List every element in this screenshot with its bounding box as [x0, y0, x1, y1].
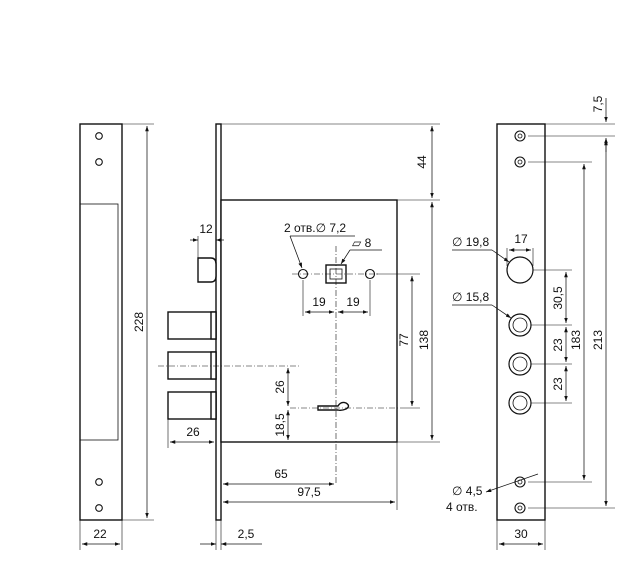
bolt-3: [167, 391, 217, 420]
bolt-hole-1: [508, 313, 532, 337]
label-26-horizontal: 26: [186, 425, 200, 439]
label-228: 228: [132, 312, 146, 332]
label-97-5: 97,5: [297, 485, 321, 499]
leader-cyl-small: ∅ 15,8: [452, 290, 512, 319]
strike-plate-opening: [79, 203, 119, 441]
dim-case-depth: 97,5: [223, 442, 398, 510]
front-screw-top-2: [514, 156, 526, 168]
dim-deadbolt-width: 12: [190, 222, 224, 258]
label-two-holes: 2 отв.∅ 7,2: [284, 221, 346, 235]
front-screw-bottom-2: [514, 502, 526, 514]
strike-plate-body: [79, 123, 123, 521]
strike-hole-bottom-2: [95, 504, 103, 512]
label-23-lower: 23: [551, 377, 565, 391]
label-65: 65: [274, 467, 288, 481]
label-213: 213: [591, 330, 605, 350]
label-19-left: 19: [312, 295, 326, 309]
label-30-5: 30,5: [551, 286, 565, 310]
strike-hole-top-1: [95, 132, 103, 140]
dim-cyl-span: 183: [528, 161, 592, 483]
front-plate-body: [496, 123, 546, 521]
bolt-2: [167, 351, 217, 380]
dim-latch-key: 26: [273, 368, 290, 406]
label-square-8: ▱ 8: [352, 236, 372, 250]
dim-key-bottom: 18,5: [273, 410, 290, 440]
small-latch: [197, 257, 217, 283]
front-screw-top-1: [514, 130, 526, 142]
label-30: 30: [514, 527, 528, 541]
dim-top-offset: 7,5: [528, 95, 615, 152]
dim-backset-65: 65: [220, 442, 334, 500]
label-dia-4-5: ∅ 4,5: [452, 484, 483, 498]
dim-cyl-spacing: 30,5 23 23: [531, 269, 572, 404]
label-22: 22: [93, 527, 107, 541]
strike-hole-top-2: [95, 158, 103, 166]
label-17: 17: [514, 232, 528, 246]
dim-front-width: 30: [496, 520, 546, 550]
bolt-3-root: [210, 391, 217, 420]
leader-two-holes: 2 отв.∅ 7,2: [284, 221, 355, 269]
bolt-hole-2: [508, 352, 532, 376]
front-plate: [496, 123, 546, 521]
label-183: 183: [569, 330, 583, 350]
dim-cyl-width: 17: [506, 232, 534, 266]
label-4-holes: 4 отв.: [446, 500, 478, 514]
front-plate-side: [215, 123, 222, 521]
dim-strike-length: 228: [122, 123, 154, 521]
dim-bolt-throw: 26: [167, 419, 214, 448]
front-screw-bottom-1: [514, 476, 526, 488]
dim-case-top: 44: [221, 123, 440, 201]
dim-strike-width: 22: [79, 520, 123, 550]
bolt-1: [167, 311, 217, 340]
dim-front-length: 213: [528, 140, 615, 509]
label-23-upper: 23: [551, 338, 565, 352]
keyhole: [317, 401, 350, 412]
strike-hole-bottom-1: [95, 478, 103, 486]
label-2-5: 2,5: [238, 527, 255, 541]
label-44: 44: [415, 155, 429, 169]
strike-plate: [79, 123, 123, 521]
leader-square: ▱ 8: [340, 236, 382, 265]
lock-case: [220, 199, 398, 443]
label-12: 12: [199, 222, 213, 236]
leader-screw-holes: ∅ 4,5 4 отв.: [446, 473, 539, 514]
dim-height-77: 77: [376, 273, 420, 409]
cylinder-large: [506, 256, 534, 284]
dim-height-138: 138: [397, 202, 440, 443]
label-7-5: 7,5: [591, 95, 605, 112]
label-19-right: 19: [346, 295, 360, 309]
label-26-vertical: 26: [273, 380, 287, 394]
leader-cyl-large: ∅ 19,8: [452, 235, 510, 263]
label-dia-15-8: ∅ 15,8: [452, 290, 489, 304]
dim-plate-thickness: 2,5: [200, 520, 262, 550]
label-18-5: 18,5: [273, 413, 287, 437]
lock-body: [167, 123, 398, 521]
bolt-hole-3: [508, 391, 532, 415]
dim-spindle-spacing: 19 19: [302, 280, 371, 316]
bolt-1-root: [210, 311, 217, 340]
bolt-2-root: [210, 351, 217, 380]
label-dia-19-8: ∅ 19,8: [452, 235, 489, 249]
label-77: 77: [397, 333, 411, 347]
label-138: 138: [417, 330, 431, 350]
